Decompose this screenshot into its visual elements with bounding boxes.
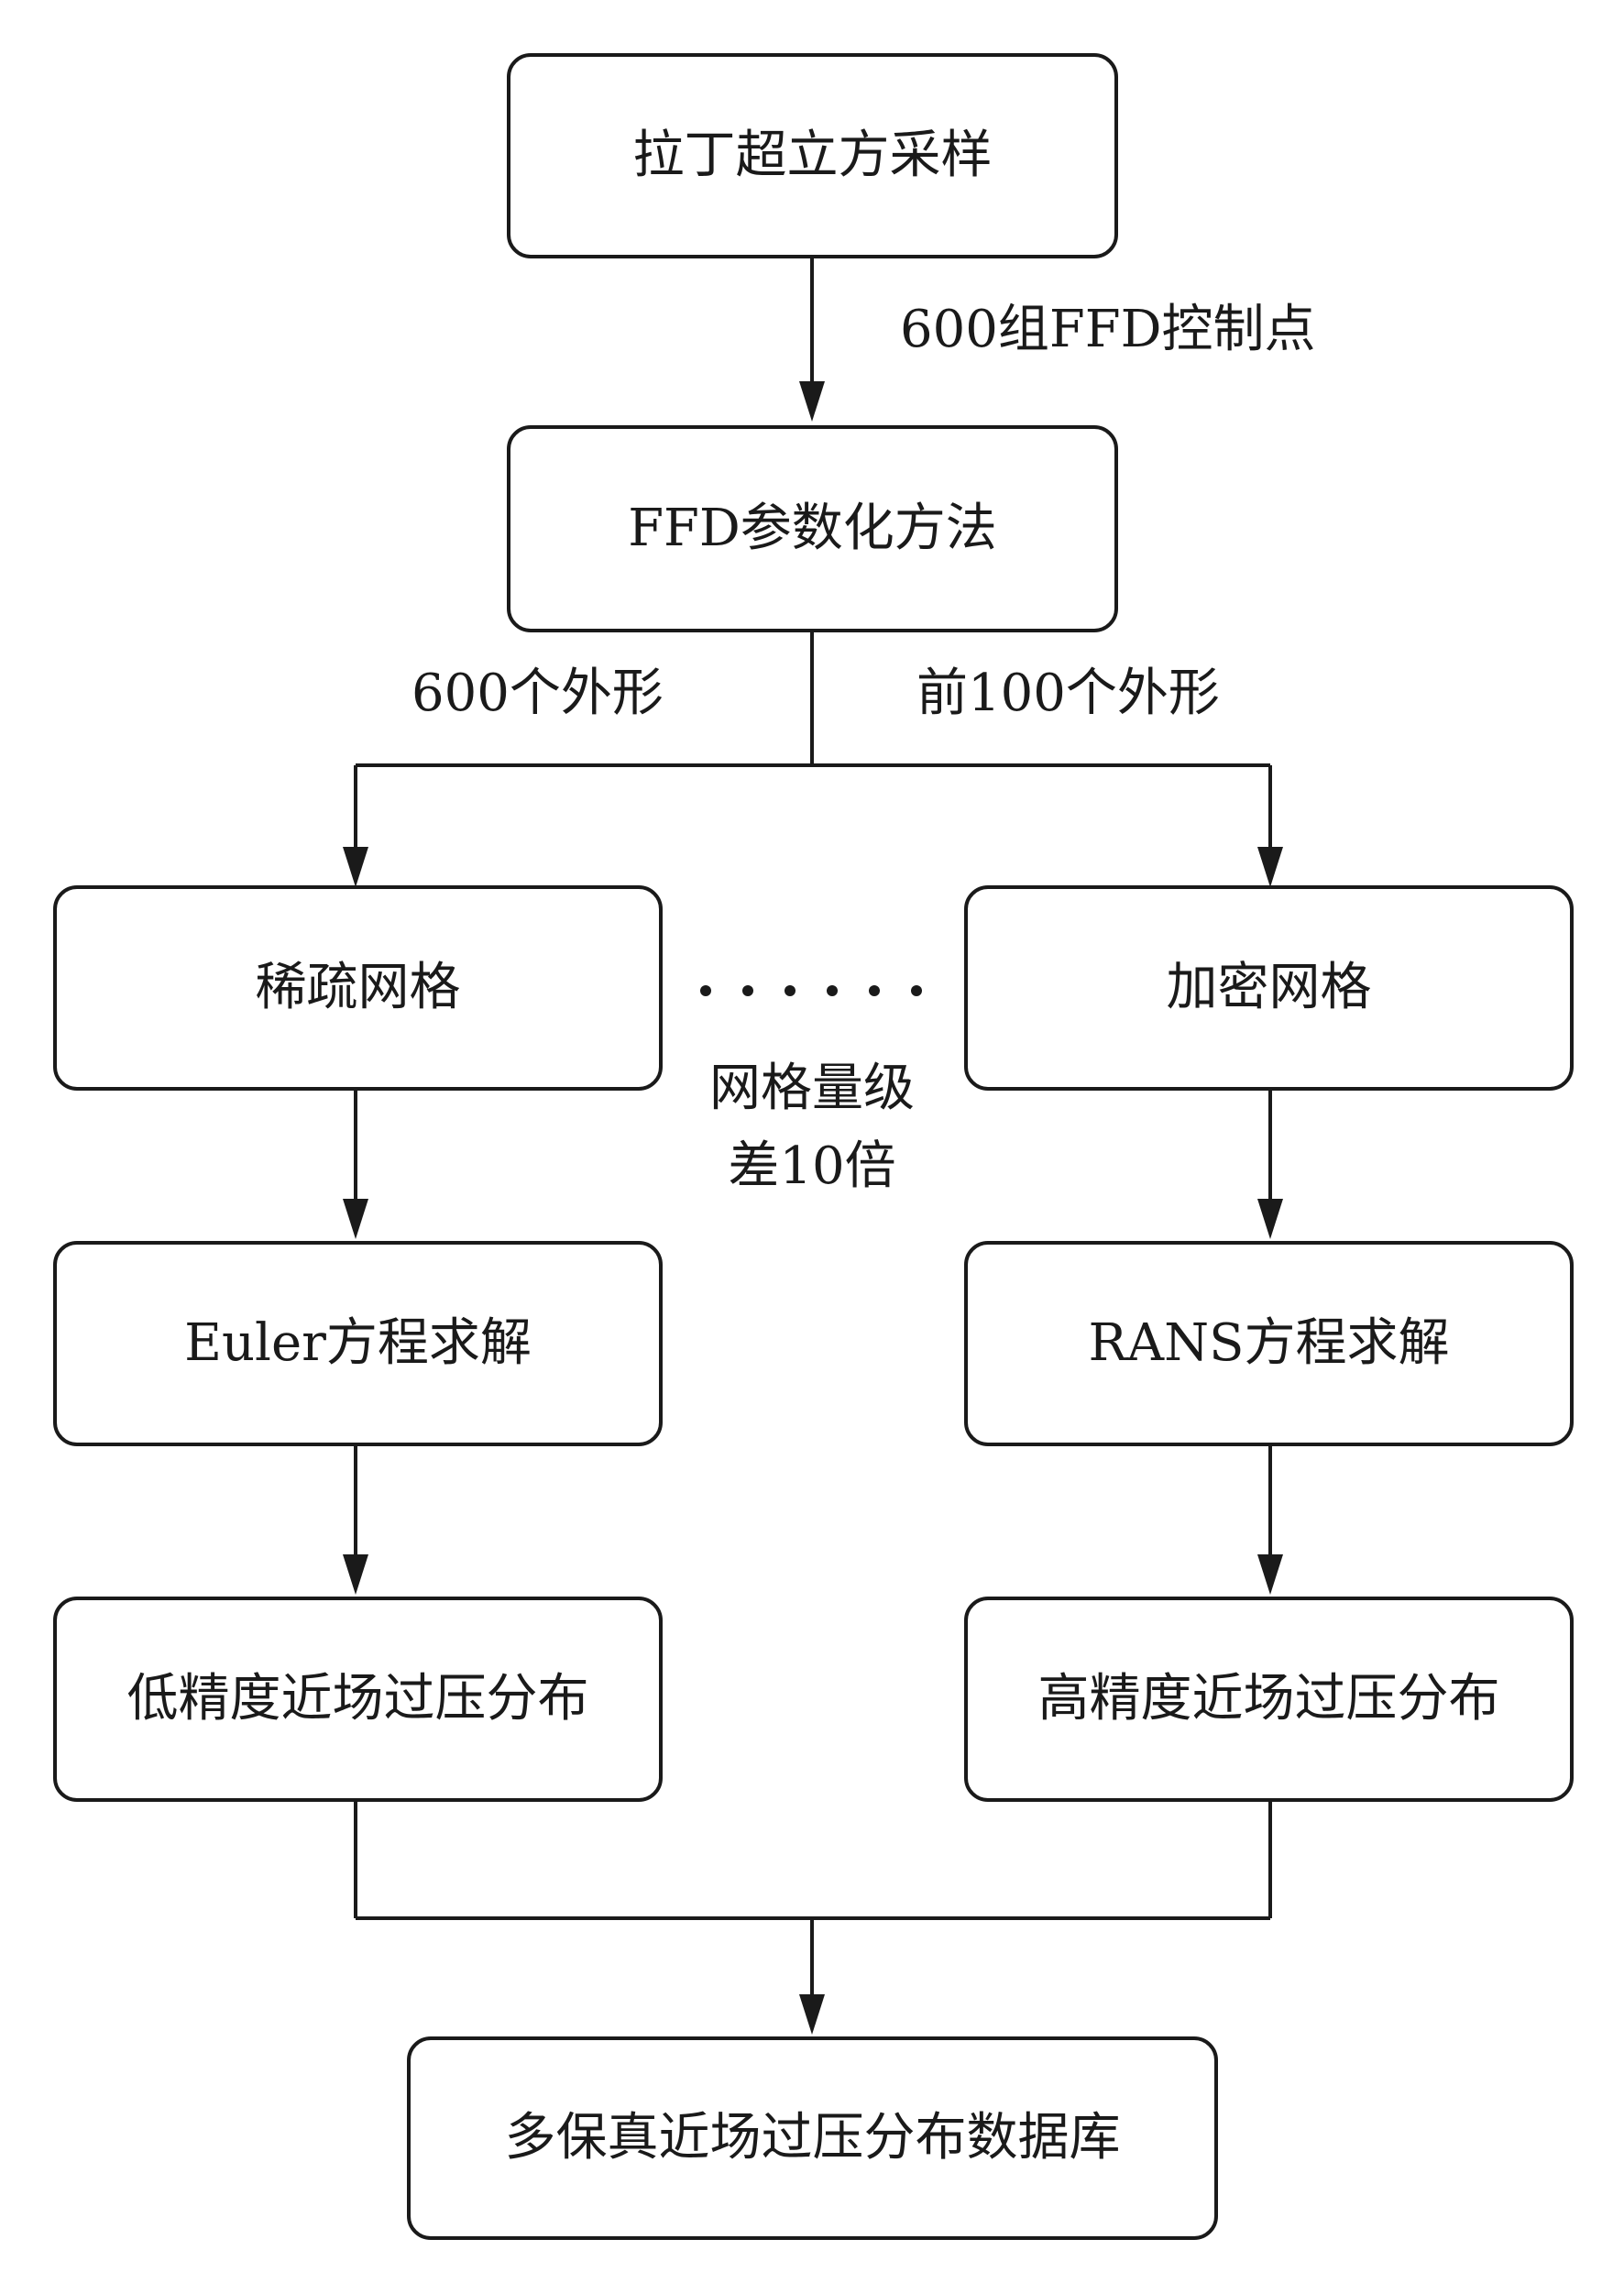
node-ffd-parameterization: FFD参数化方法 [507, 425, 1118, 632]
node-fine-mesh: 加密网格 [964, 885, 1574, 1091]
node-rans-solve: RANS方程求解 [964, 1241, 1574, 1446]
arrowhead-high [1257, 1554, 1283, 1595]
node-database: 多保真近场过压分布数据库 [407, 2036, 1218, 2240]
arrowhead-euler [343, 1199, 368, 1239]
arrowhead-coarse [343, 847, 368, 887]
edge-label-all-shapes: 600个外形 [411, 664, 664, 723]
arrowhead-low [343, 1554, 368, 1595]
arrowhead-fine [1257, 847, 1283, 887]
arrowhead-rans [1257, 1199, 1283, 1239]
node-lhs-sampling: 拉丁超立方采样 [507, 53, 1118, 258]
arrowhead-database [799, 1994, 825, 2035]
node-coarse-mesh: 稀疏网格 [53, 885, 663, 1091]
node-low-fidelity: 低精度近场过压分布 [53, 1597, 663, 1802]
edge-label-first-shapes: 前100个外形 [916, 664, 1220, 723]
mesh-ratio-line2: 差10倍 [728, 1136, 896, 1196]
mesh-ratio-line1: 网格量级 [709, 1059, 915, 1118]
arrowhead-ffd [799, 381, 825, 422]
node-euler-solve: Euler方程求解 [53, 1241, 663, 1446]
edge-label-control-points: 600组FFD控制点 [900, 300, 1316, 359]
node-high-fidelity: 高精度近场过压分布 [964, 1597, 1574, 1802]
